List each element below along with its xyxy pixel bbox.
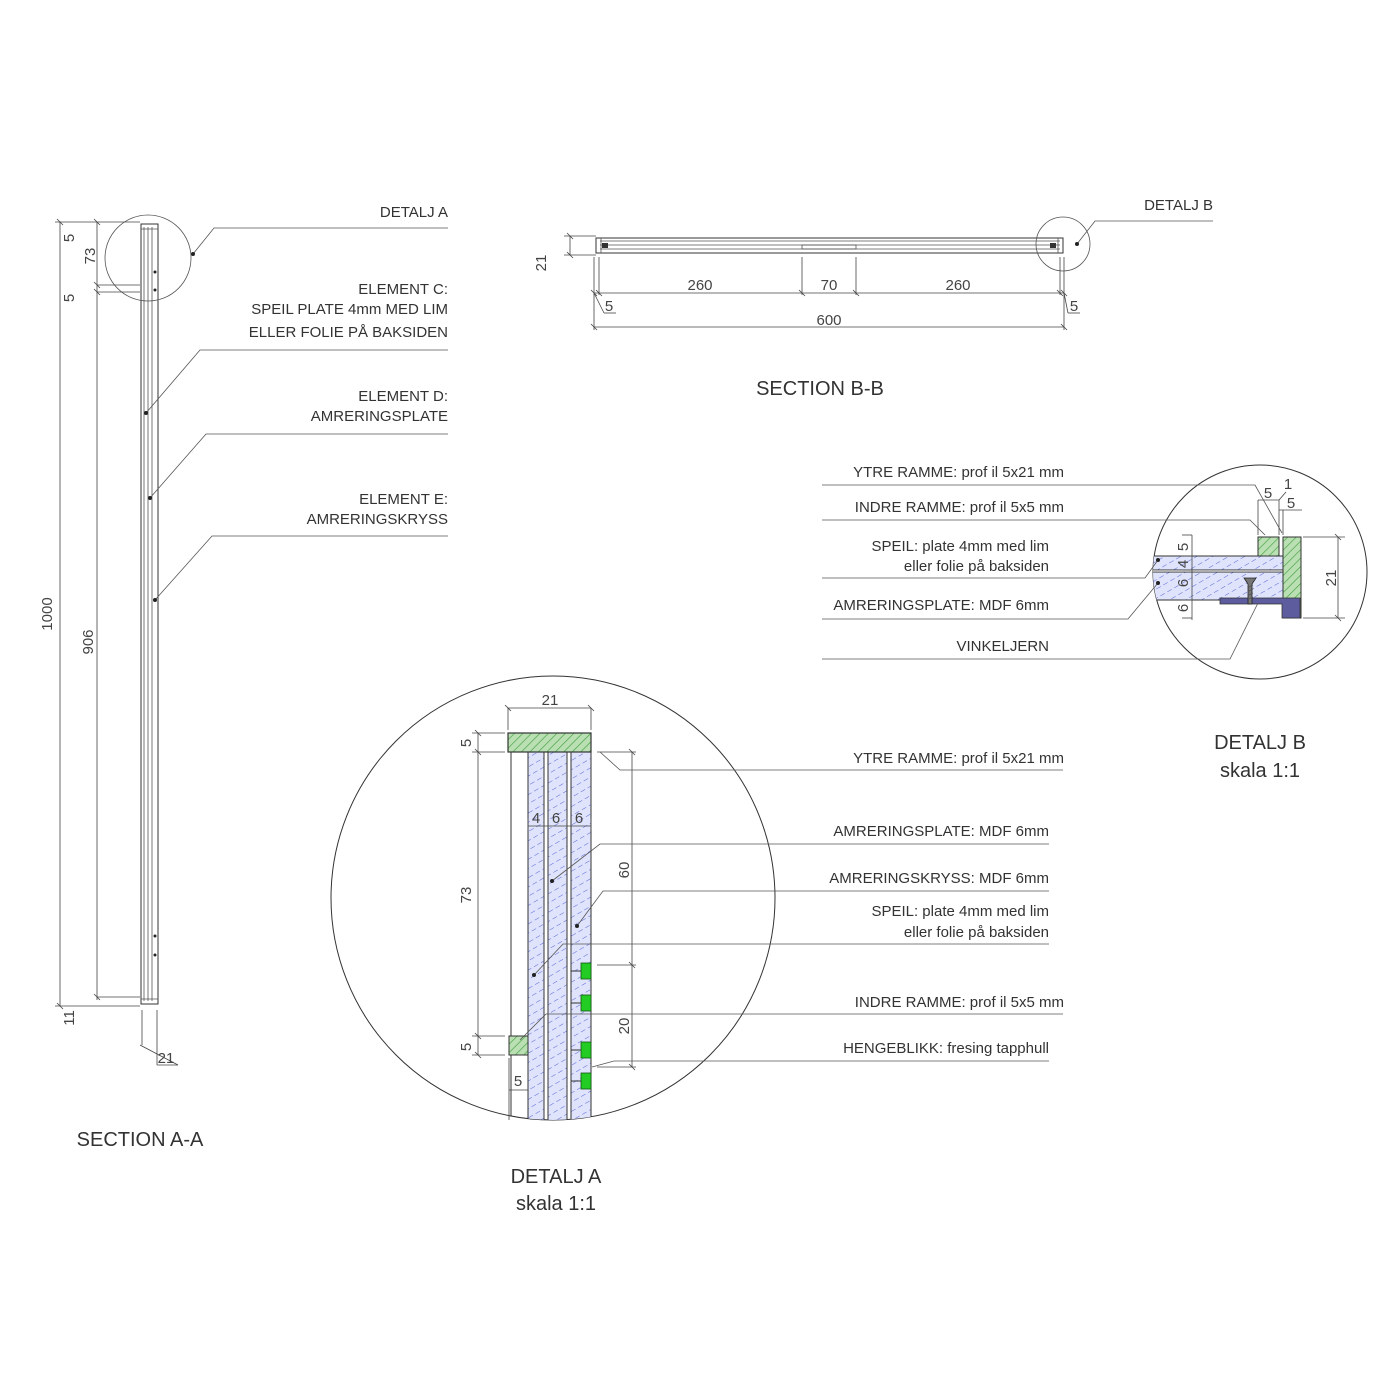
dim-a-21: 21 bbox=[542, 692, 559, 709]
label-a-ytre-ramme: YTRE RAMME: prof il 5x21 mm bbox=[853, 750, 1064, 767]
section-aa-leaders bbox=[144, 227, 448, 602]
detail-b-leaders bbox=[822, 484, 1283, 660]
section-aa-profile bbox=[140, 223, 159, 1005]
hengeblikk-marks bbox=[571, 962, 592, 1090]
label-a-hengeblikk: HENGEBLIKK: fresing tapphull bbox=[843, 1040, 1049, 1057]
detail-a: 21 5 73 4 6 6 60 20 5 5 YTRE RAMME: prof… bbox=[330, 675, 1064, 1215]
dim-bb-260-left: 260 bbox=[687, 277, 712, 294]
callout-element-e-title: ELEMENT E: bbox=[359, 491, 448, 508]
dim-a-5-lower: 5 bbox=[458, 1043, 475, 1051]
dim-b-6-lower: 6 bbox=[1175, 604, 1192, 612]
dim-b-21: 21 bbox=[1323, 570, 1340, 587]
callout-element-d-title: ELEMENT D: bbox=[358, 388, 448, 405]
label-b-vinkeljern: VINKELJERN bbox=[956, 638, 1049, 655]
detail-b-scale: skala 1:1 bbox=[1220, 760, 1300, 782]
callout-element-c-desc: SPEIL PLATE 4mm MED LIM bbox=[251, 301, 448, 318]
label-b-amreringsplate: AMRERINGSPLATE: MDF 6mm bbox=[833, 597, 1049, 614]
section-bb-dimensions bbox=[564, 232, 1080, 331]
label-b-speil-2: eller folie på baksiden bbox=[904, 558, 1049, 575]
detail-b-dimensions bbox=[1182, 491, 1345, 622]
dim-bb-5-left: 5 bbox=[605, 298, 613, 315]
detail-a-title: DETALJ A bbox=[511, 1166, 602, 1188]
label-b-indre-ramme: INDRE RAMME: prof il 5x5 mm bbox=[855, 499, 1064, 516]
callout-element-e-desc: AMRERINGSKRYSS bbox=[307, 511, 448, 528]
dim-11: 11 bbox=[61, 1010, 78, 1026]
section-bb-profile bbox=[595, 237, 1064, 254]
callout-element-d-desc: AMRERINGSPLATE bbox=[311, 408, 448, 425]
label-a-indre-ramme: INDRE RAMME: prof il 5x5 mm bbox=[855, 994, 1064, 1011]
dim-bb-5-right: 5 bbox=[1070, 298, 1078, 315]
dim-bb-21: 21 bbox=[533, 255, 550, 272]
dim-906: 906 bbox=[80, 629, 97, 654]
dim-bb-70: 70 bbox=[821, 277, 838, 294]
detail-a-dimensions bbox=[472, 704, 636, 1120]
dim-b-5-inner: 5 bbox=[1287, 495, 1295, 512]
label-a-speil-2: eller folie på baksiden bbox=[904, 924, 1049, 941]
detail-b-marker-circle bbox=[1035, 216, 1091, 272]
detail-b: 5 1 5 21 5 4 6 6 YTRE RAMME: prof il 5x2… bbox=[822, 464, 1368, 782]
dim-a-73: 73 bbox=[458, 887, 475, 904]
label-b-ytre-ramme: YTRE RAMME: prof il 5x21 mm bbox=[853, 464, 1064, 481]
detail-b-title: DETALJ B bbox=[1214, 732, 1306, 754]
dim-b-6-upper: 6 bbox=[1175, 579, 1192, 587]
section-aa-title: SECTION A-A bbox=[77, 1129, 204, 1151]
dim-b-5-side: 5 bbox=[1175, 543, 1192, 551]
dim-21: 21 bbox=[158, 1050, 175, 1067]
dim-b-1: 1 bbox=[1284, 476, 1292, 493]
label-b-speil: SPEIL: plate 4mm med lim bbox=[871, 538, 1049, 555]
dim-5: 5 bbox=[61, 294, 78, 302]
callout-detalj-b: DETALJ B bbox=[1144, 197, 1213, 214]
detail-a-leaders bbox=[519, 751, 1063, 1068]
dim-1000: 1000 bbox=[39, 597, 56, 630]
callout-element-c-title: ELEMENT C: bbox=[358, 281, 448, 298]
callout-element-c-desc2: ELLER FOLIE PÅ BAKSIDEN bbox=[249, 324, 448, 341]
dim-5-top: 5 bbox=[61, 234, 78, 242]
label-a-amreringsplate: AMRERINGSPLATE: MDF 6mm bbox=[833, 823, 1049, 840]
section-bb-title: SECTION B-B bbox=[756, 378, 884, 400]
dim-a-6-second: 6 bbox=[575, 810, 583, 827]
section-aa-dimensions bbox=[55, 218, 179, 1066]
dim-73: 73 bbox=[82, 248, 99, 265]
dim-a-5-bottom: 5 bbox=[514, 1073, 522, 1090]
dim-bb-600: 600 bbox=[816, 312, 841, 329]
label-a-speil: SPEIL: plate 4mm med lim bbox=[871, 903, 1049, 920]
detail-a-scale: skala 1:1 bbox=[516, 1193, 596, 1215]
dim-a-5-top: 5 bbox=[458, 739, 475, 747]
section-aa: 1000 5 73 5 906 11 21 DETALJ A ELEMENT C… bbox=[39, 204, 448, 1151]
dim-a-4: 4 bbox=[532, 810, 540, 827]
detail-b-section bbox=[1153, 536, 1302, 619]
dim-a-60: 60 bbox=[616, 862, 633, 879]
dim-b-5-top: 5 bbox=[1264, 485, 1272, 502]
dim-a-6-first: 6 bbox=[552, 810, 560, 827]
dim-bb-260-right: 260 bbox=[945, 277, 970, 294]
dim-b-4: 4 bbox=[1175, 560, 1192, 568]
dim-a-20: 20 bbox=[616, 1018, 633, 1035]
detail-b-leader bbox=[1076, 220, 1213, 245]
callout-detalj-a: DETALJ A bbox=[380, 204, 448, 221]
detail-a-marker-circle bbox=[104, 214, 192, 302]
label-a-amreringskryss: AMRERINGSKRYSS: MDF 6mm bbox=[829, 870, 1049, 887]
section-bb: DETALJ B 2 bbox=[533, 197, 1213, 400]
